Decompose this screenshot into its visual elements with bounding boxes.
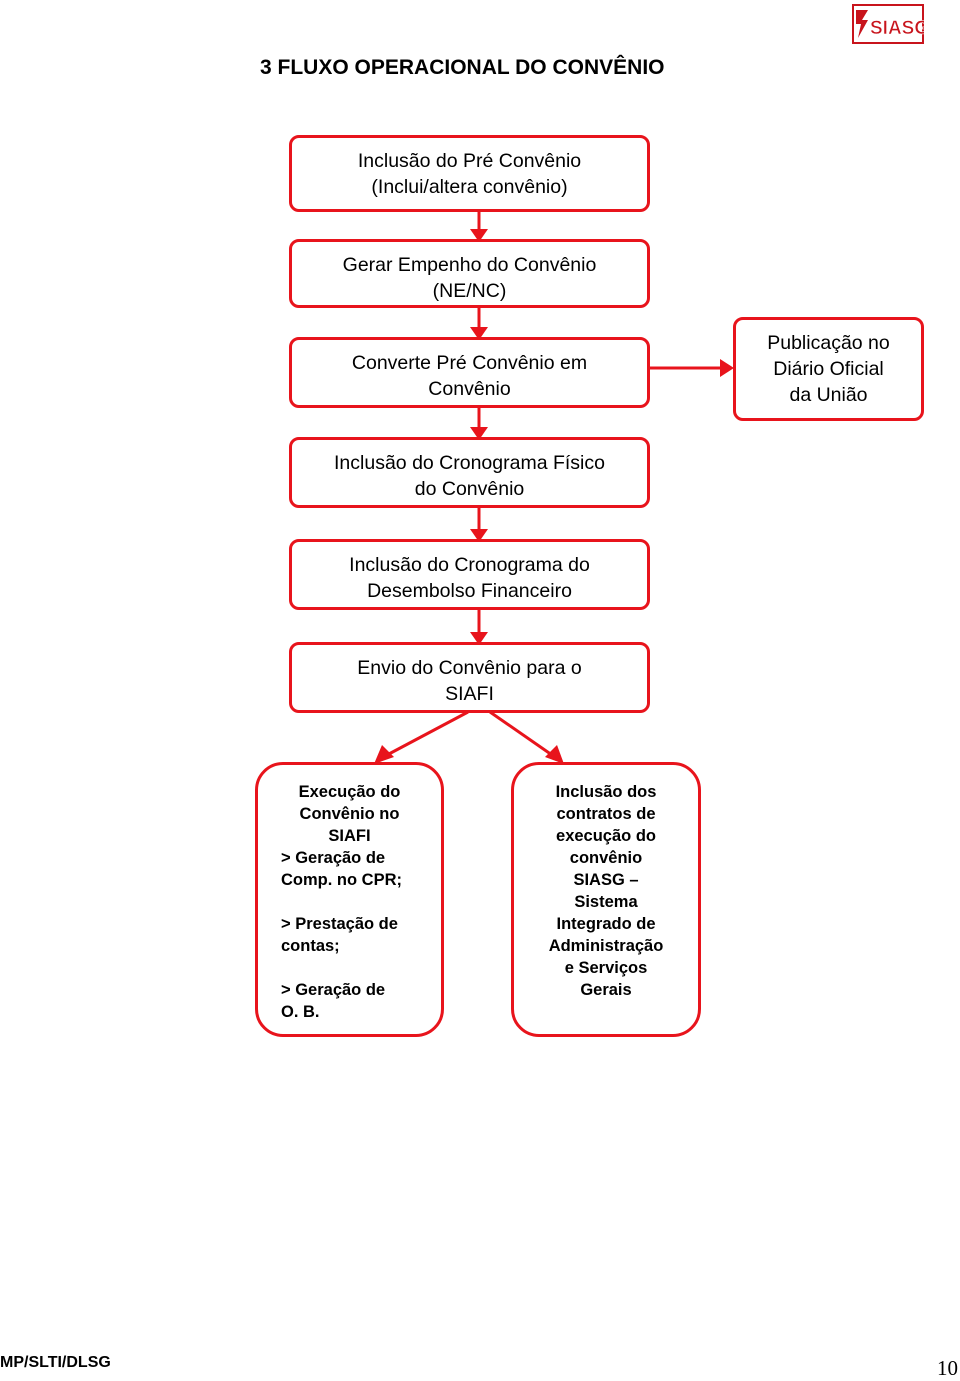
- branch-line: Gerais: [580, 981, 632, 999]
- step-label: Inclusão do Cronograma Físico: [334, 452, 605, 474]
- branch-line: > Geração de: [281, 981, 386, 999]
- branch-line: Comp. no CPR;: [281, 871, 402, 889]
- step-label: SIAFI: [445, 683, 494, 705]
- arrowhead-6-right: [545, 745, 564, 764]
- step-label: (Inclui/altera convênio): [371, 176, 568, 198]
- step-label: Desembolso Financeiro: [367, 580, 572, 602]
- arrowhead-3-4: [470, 427, 488, 440]
- branch-line: execução do: [556, 827, 656, 845]
- page-number: 10: [937, 1356, 958, 1380]
- arrow-6-left: [386, 710, 469, 757]
- branch-line: Sistema: [574, 893, 638, 911]
- branch-line: [258, 891, 441, 913]
- branch-line: [258, 957, 441, 979]
- step-converte-pre-convenio: Converte Pré Convênio em Convênio: [289, 337, 650, 408]
- step-label: da União: [789, 384, 868, 406]
- step-label: Publicação no: [767, 332, 890, 354]
- branch-line: convênio: [569, 849, 643, 867]
- branch-line: contas;: [281, 937, 340, 955]
- siasg-logo: SIASG: [852, 4, 924, 44]
- branch-line: Inclusão dos: [555, 783, 657, 801]
- arrowhead-4-5: [470, 529, 488, 542]
- step-label: Inclusão do Pré Convênio: [357, 150, 582, 172]
- arrowhead-2-3: [470, 327, 488, 340]
- logo-text: SIASG: [870, 18, 924, 39]
- branch-line: SIASG –: [573, 871, 639, 889]
- arrowhead-3-side: [720, 359, 734, 377]
- arrowhead-6-left: [374, 745, 394, 764]
- step-cronograma-desembolso: Inclusão do Cronograma do Desembolso Fin…: [289, 539, 650, 610]
- branch-line: O. B.: [281, 1003, 320, 1021]
- branch-line: contratos de: [556, 805, 656, 823]
- branch-line: Administração: [548, 937, 664, 955]
- arrowhead-1-2: [470, 229, 488, 242]
- step-inclusao-pre-convenio: Inclusão do Pré Convênio (Inclui/altera …: [289, 135, 650, 212]
- step-label: Diário Oficial: [773, 358, 884, 380]
- arrow-6-right: [489, 710, 553, 757]
- step-cronograma-fisico: Inclusão do Cronograma Físico do Convêni…: [289, 437, 650, 508]
- step-label: Envio do Convênio para o: [357, 657, 582, 679]
- branch-execucao-siafi: Execução do Convênio no SIAFI > Geração …: [255, 762, 444, 1037]
- branch-line: SIAFI: [328, 827, 371, 845]
- branch-line: > Prestação de: [281, 915, 398, 933]
- step-label: Converte Pré Convênio em: [351, 352, 588, 374]
- step-envio-siafi: Envio do Convênio para o SIAFI: [289, 642, 650, 713]
- branch-line: Convênio no: [299, 805, 400, 823]
- branch-line: e Serviços: [564, 959, 648, 977]
- branch-line: Integrado de: [556, 915, 656, 933]
- branch-line: > Geração de: [281, 849, 386, 867]
- footer-org: MP/SLTI/DLSG: [0, 1354, 111, 1371]
- branch-inclusao-contratos: Inclusão dos contratos de execução do co…: [511, 762, 701, 1037]
- step-label: Gerar Empenho do Convênio: [342, 254, 597, 276]
- step-publicacao-dou: Publicação no Diário Oficial da União: [733, 317, 924, 421]
- arrowhead-5-6: [470, 632, 488, 645]
- branch-line: Execução do: [298, 783, 401, 801]
- page-title: 3 FLUXO OPERACIONAL DO CONVÊNIO: [260, 56, 665, 79]
- step-gerar-empenho: Gerar Empenho do Convênio (NE/NC): [289, 239, 650, 308]
- step-label: do Convênio: [414, 478, 525, 500]
- step-label: Convênio: [428, 378, 511, 400]
- step-label: (NE/NC): [432, 280, 507, 302]
- step-label: Inclusão do Cronograma do: [349, 554, 590, 576]
